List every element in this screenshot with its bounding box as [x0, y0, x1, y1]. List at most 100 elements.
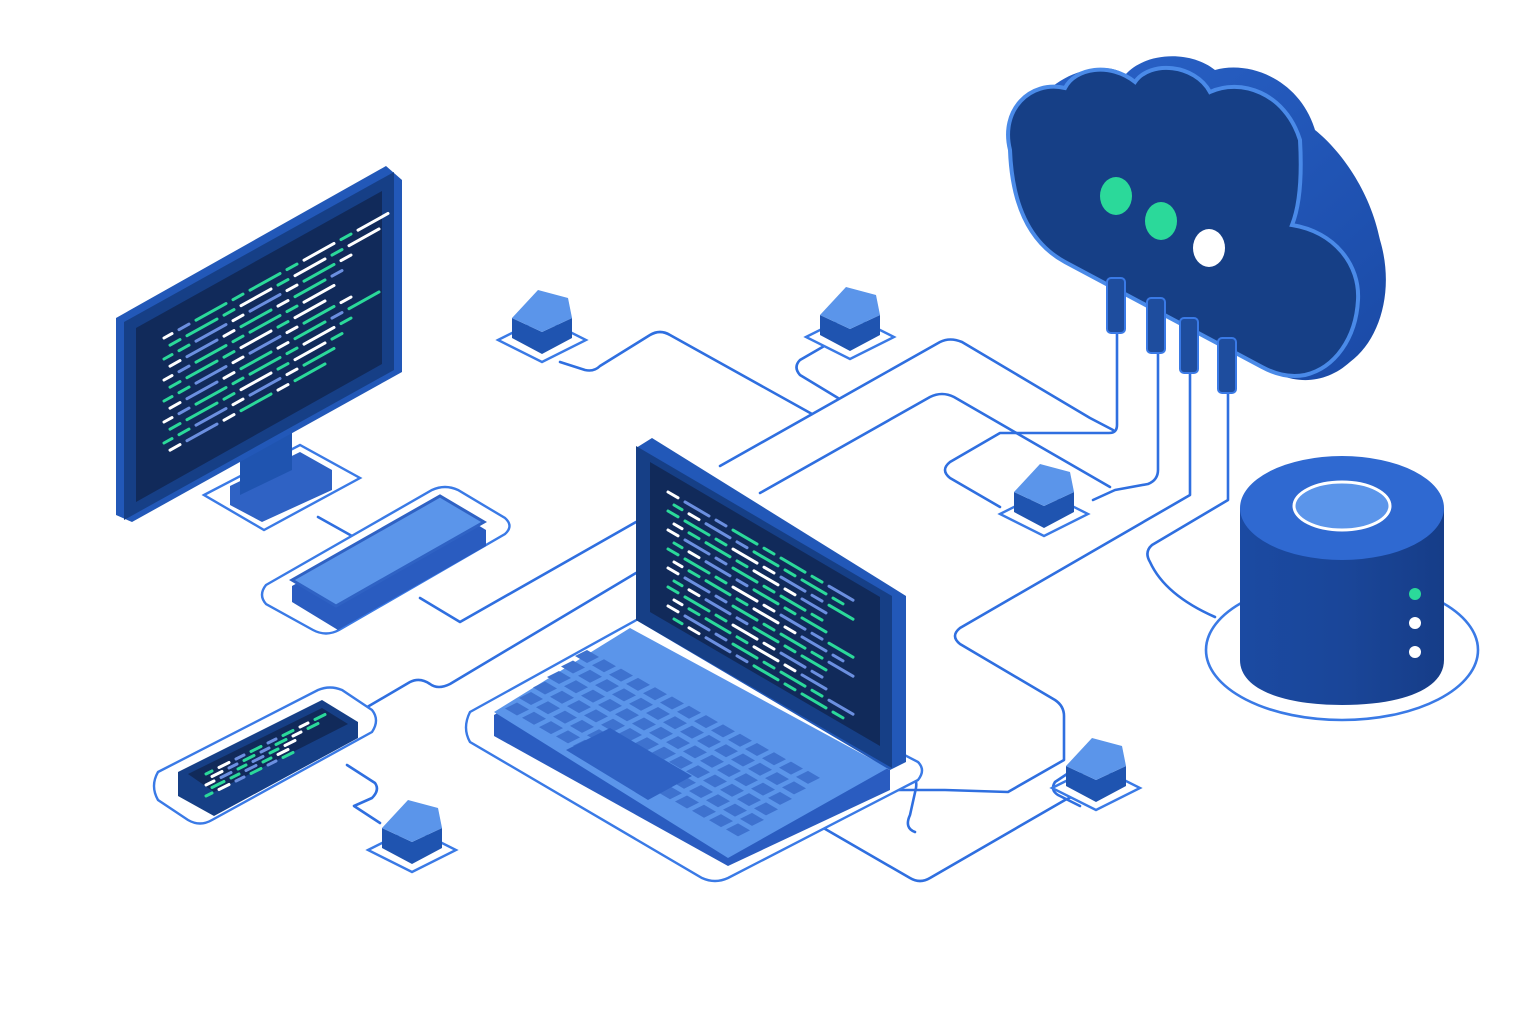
keyboard-key [601, 718, 625, 732]
wire-node2 [795, 343, 840, 400]
code-line [714, 537, 728, 547]
keyboard-key [692, 804, 716, 818]
code-line [735, 578, 749, 588]
code-line [827, 660, 855, 678]
code-line [672, 541, 684, 550]
database-body [1240, 508, 1444, 705]
keyboard-key [612, 688, 636, 702]
code-line [330, 248, 344, 257]
node-cubes [365, 287, 1143, 874]
code-line [683, 538, 711, 556]
code-line [810, 612, 824, 622]
node-cube-icon [1049, 738, 1143, 812]
keyboard-key [669, 755, 693, 769]
code-line [168, 422, 182, 431]
code-line [168, 380, 182, 389]
code-line [302, 304, 336, 325]
code-line [714, 518, 728, 528]
code-line [185, 317, 219, 338]
code-line [293, 278, 327, 299]
node-cube-icon [803, 287, 897, 361]
keyboard-key [737, 793, 761, 807]
code-line [248, 314, 282, 334]
code-line [762, 603, 776, 613]
database-led-2 [1409, 617, 1421, 629]
code-line [274, 738, 288, 746]
code-line [210, 770, 224, 778]
code-line [266, 759, 278, 767]
keyboard-key [734, 773, 758, 787]
code-line [672, 522, 684, 531]
wire-monitor-phone [316, 515, 354, 538]
keyboard-key [618, 728, 642, 741]
code-line [177, 343, 191, 353]
keyboard-key [754, 802, 778, 816]
code-line [239, 371, 273, 392]
code-line [831, 710, 845, 720]
code-line [779, 632, 807, 650]
code-line [285, 346, 299, 356]
wire-cloud-4 [1146, 388, 1230, 619]
tablet-icon [152, 686, 378, 825]
code-line [339, 253, 353, 263]
plug-3 [1179, 317, 1199, 374]
code-line [293, 362, 327, 383]
code-line [242, 754, 256, 762]
code-line [248, 293, 282, 313]
code-line [185, 422, 219, 443]
code-line [234, 753, 246, 761]
wire-cloud-3 [878, 363, 1192, 794]
code-line [827, 584, 855, 602]
code-line [779, 670, 807, 688]
code-line [239, 392, 273, 413]
code-line [222, 308, 236, 317]
code-line [194, 302, 228, 322]
code-line [293, 320, 327, 341]
code-line [217, 783, 231, 791]
keyboard-key [567, 700, 591, 714]
code-line [168, 338, 182, 347]
node-side [512, 318, 572, 354]
code-line [683, 557, 711, 575]
keyboard-key [714, 744, 738, 758]
keyboard-key [646, 707, 670, 720]
code-line [810, 593, 824, 603]
code-line [276, 278, 290, 287]
laptop-trackpad [566, 728, 692, 800]
code-line [783, 587, 797, 597]
code-line [222, 392, 236, 401]
code-line [194, 365, 228, 385]
keyboard-key [709, 814, 733, 828]
keyboard-key [706, 794, 730, 808]
keyboard-key [768, 791, 792, 805]
code-line [827, 698, 855, 716]
keyboard-key [581, 689, 605, 703]
code-line [752, 550, 780, 568]
code-line [302, 346, 336, 367]
wire-laptop-cloud-b [758, 392, 1112, 495]
code-line [687, 550, 701, 560]
code-line [783, 682, 797, 692]
keyboard-key [711, 724, 735, 738]
code-line [672, 560, 684, 569]
code-line [231, 376, 245, 386]
code-line [731, 566, 759, 584]
code-line [672, 579, 684, 588]
code-line [285, 283, 299, 293]
node-side [1066, 766, 1126, 802]
code-line [162, 374, 174, 382]
code-line [302, 262, 336, 283]
code-line [185, 359, 219, 380]
code-line [779, 651, 807, 669]
code-line [177, 385, 191, 395]
code-line [687, 569, 701, 579]
cloud-led-1 [1100, 177, 1132, 215]
code-line [194, 344, 228, 364]
code-line [752, 607, 780, 625]
code-line [347, 227, 381, 248]
code-line [704, 579, 732, 597]
keyboard-key [703, 774, 727, 788]
keyboard-key [609, 668, 633, 682]
code-line [731, 623, 759, 641]
code-line [762, 622, 776, 632]
